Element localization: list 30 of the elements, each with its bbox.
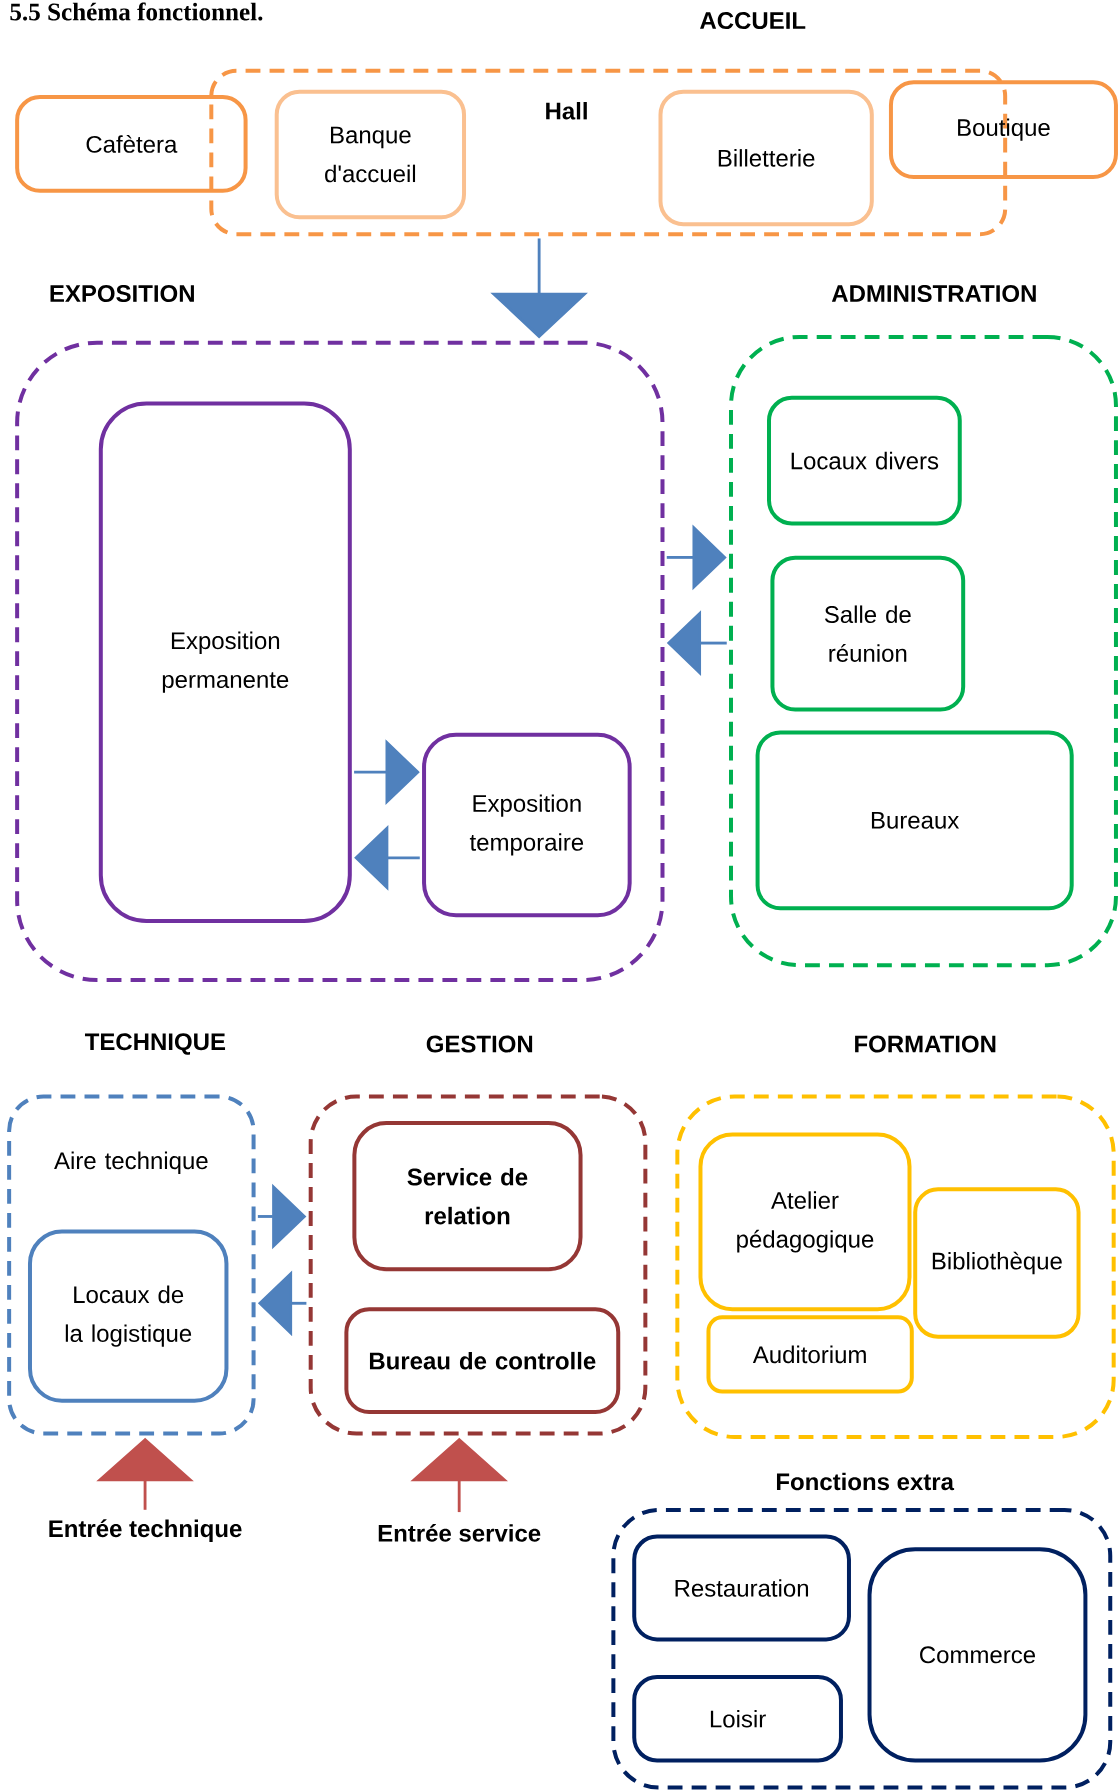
room-box: Atelier pédagogique: [698, 1132, 912, 1312]
room-box: Cafètera: [14, 95, 248, 193]
room-box: Restauration: [632, 1534, 851, 1642]
zone-heading: EXPOSITION: [50, 285, 194, 303]
room-box: Bureau de controlle: [344, 1307, 621, 1415]
room-box: Exposition permanente: [98, 401, 352, 923]
room-box: Commerce: [867, 1547, 1088, 1763]
room-box: Loisir: [632, 1675, 843, 1763]
room-box: Boutique: [888, 80, 1118, 180]
room-box: Auditorium: [706, 1315, 914, 1394]
room-box: Banque d'accueil: [274, 89, 466, 220]
zone-heading: FORMATION: [854, 1035, 996, 1053]
zone-heading: Fonctions extra: [776, 1472, 954, 1491]
room-box: Billetterie: [658, 89, 874, 227]
section-title: 5.5 Schéma fonctionnel.: [10, 2, 263, 21]
room-box: Locaux divers: [766, 395, 962, 526]
room-box: Salle de réunion: [770, 555, 965, 712]
zone-label: Aire technique: [53, 1151, 208, 1174]
room-box: Locaux de la logistique: [27, 1229, 229, 1403]
entrance-label: Entrée service: [378, 1523, 541, 1542]
room-box: Bureaux: [755, 730, 1074, 911]
zone-heading: ACCUEIL: [699, 12, 806, 30]
zone-heading: ADMINISTRATION: [831, 285, 1036, 303]
room-box: Bibliothèque: [913, 1187, 1081, 1339]
entrance-label: Entrée technique: [49, 1519, 242, 1542]
room-box: Exposition temporaire: [421, 732, 632, 918]
zone-heading: TECHNIQUE: [84, 1033, 225, 1055]
zone-label: Hall: [546, 102, 587, 120]
room-box: Service de relation: [352, 1121, 583, 1272]
zone-heading: GESTION: [426, 1035, 532, 1053]
